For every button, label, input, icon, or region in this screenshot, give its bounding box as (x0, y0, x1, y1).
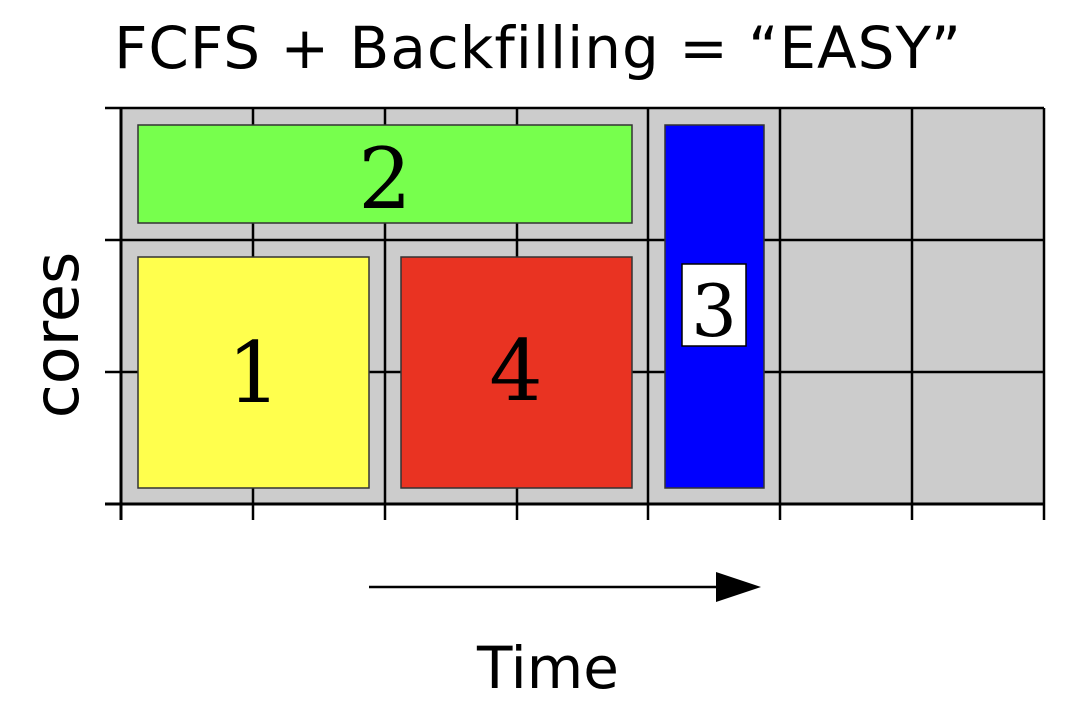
x-axis-label: Time (476, 634, 619, 702)
job-3-label: 3 (691, 269, 737, 353)
time-arrow-head (716, 572, 761, 602)
job-2-label: 2 (358, 130, 411, 228)
job-2-block (137, 124, 633, 224)
diagram-title: FCFS + Backfilling = “EASY” (114, 14, 962, 82)
x-axis-ticks (251, 504, 1046, 520)
job-4-block (400, 256, 633, 489)
job-1-block (137, 256, 370, 489)
axes (105, 108, 1044, 520)
job-1-label: 1 (227, 324, 280, 422)
y-axis-label: cores (20, 252, 93, 419)
job-3-label-box (681, 263, 747, 347)
job-4-label: 4 (489, 322, 542, 420)
